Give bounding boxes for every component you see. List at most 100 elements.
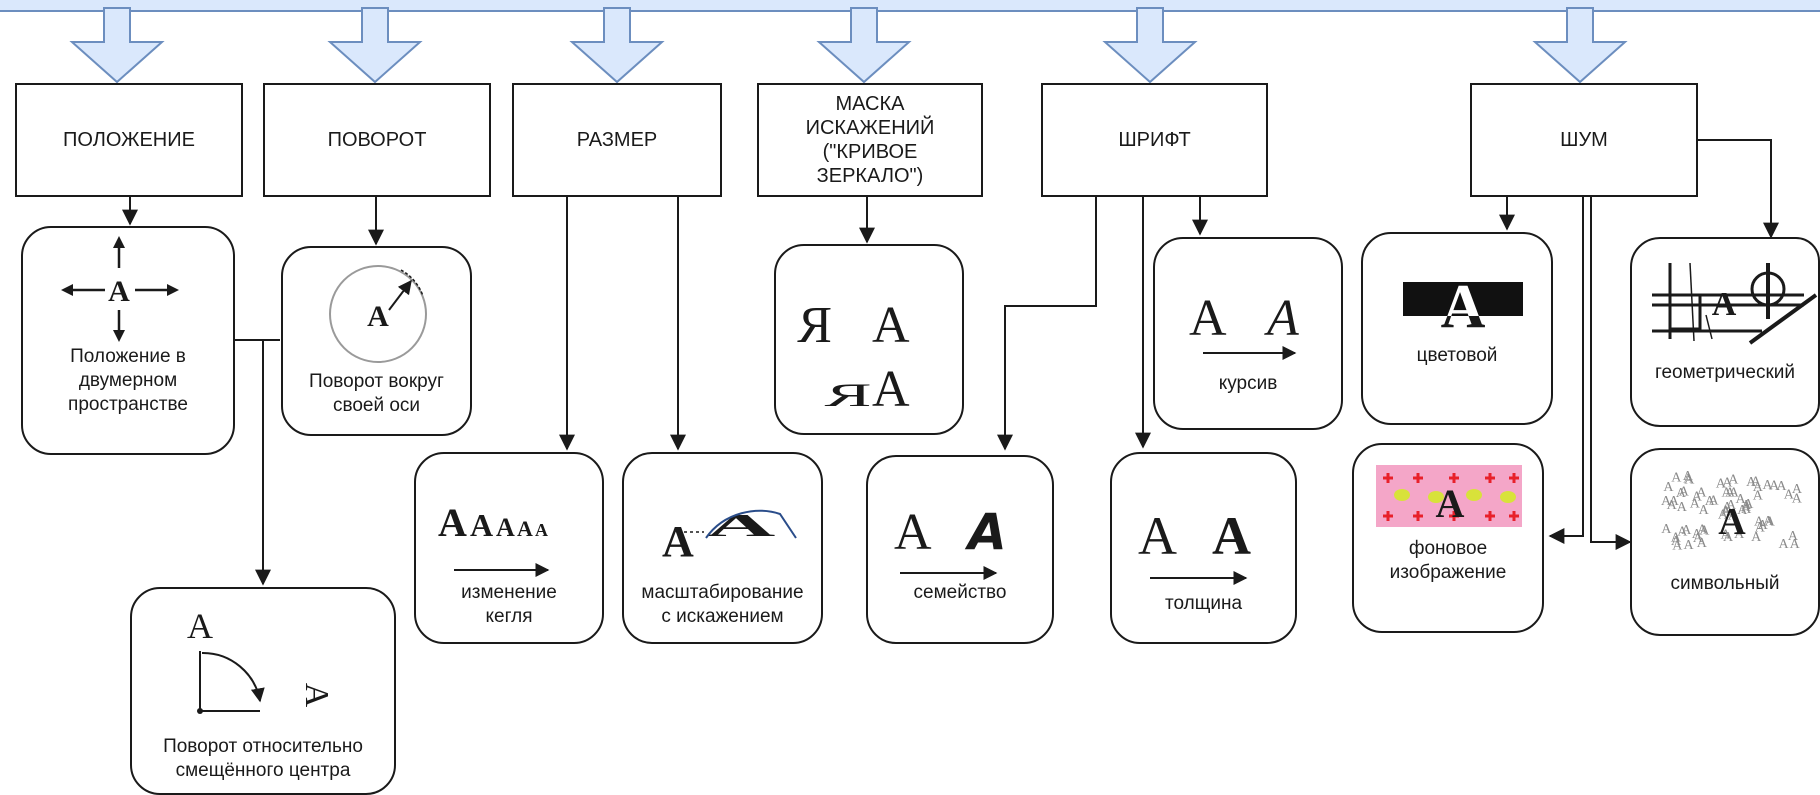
noise-glyph: A [1677, 525, 1688, 540]
noise-glyph: A [1763, 478, 1774, 493]
card-position-2d: A Положение в двумерном пространстве [21, 226, 235, 455]
noise-glyph: A [1709, 494, 1720, 509]
category-rotation: ПОВОРОТ [263, 83, 491, 197]
noise-glyph: A [1755, 521, 1766, 536]
noise-glyph: A [1692, 527, 1703, 542]
noise-glyph: A [1726, 498, 1737, 513]
card-caption: цветовой [1416, 345, 1498, 366]
category-size: РАЗМЕР [512, 83, 722, 197]
noise-glyph: A [1792, 492, 1803, 507]
noise-glyph: A [1753, 489, 1764, 504]
svg-text:A: A [367, 300, 389, 333]
noise-glyph: A [1753, 480, 1764, 495]
svg-text:A: A [872, 361, 910, 418]
svg-text:A: A [1436, 481, 1465, 526]
noise-glyph: A [1728, 508, 1739, 523]
noise-glyph: A [1671, 534, 1682, 549]
card-font-weight: A A толщина [1110, 452, 1297, 644]
noise-glyph: A [1758, 518, 1769, 533]
noise-glyph: A [1705, 494, 1716, 509]
noise-glyph: A [1779, 537, 1790, 552]
card-caption: Положение в двумерном пространстве [68, 346, 188, 415]
move-arrows-icon: A [61, 236, 179, 342]
stretched-letters-icon: A A [662, 508, 797, 566]
noise-glyph: A [1683, 472, 1694, 487]
noise-glyph: A [1721, 504, 1732, 519]
flow-arrow [816, 7, 912, 84]
card-font-family: A A семейство [866, 455, 1054, 644]
noise-glyph: A [1699, 524, 1710, 539]
flow-arrows [69, 7, 1628, 84]
svg-text:A: A [872, 297, 910, 354]
noise-glyph: A [1669, 494, 1680, 509]
noise-glyph: A [1690, 497, 1701, 512]
noise-glyph: A [1679, 485, 1690, 500]
mirror-letters-icon: R A R A [797, 297, 910, 418]
category-font: ШРИФТ [1041, 83, 1268, 197]
noise-glyph: A [1667, 498, 1678, 513]
card-noise-background: A фоновое изображение [1352, 443, 1544, 633]
card-caption: семейство [913, 582, 1007, 603]
connector [997, 197, 1097, 451]
flow-arrow [69, 7, 165, 84]
noise-glyph: A [1790, 537, 1801, 552]
noise-glyph: A [1684, 473, 1695, 488]
flow-arrow [1102, 7, 1198, 84]
noise-glyph: A [1661, 522, 1672, 537]
card-caption: геометрический [1654, 362, 1796, 383]
svg-text:A: A [964, 503, 1007, 561]
card-caption: символьный [1670, 573, 1780, 594]
noise-glyph: A [1681, 523, 1692, 538]
noise-glyph: A [1677, 500, 1688, 515]
svg-text:A: A [1264, 290, 1299, 347]
svg-text:A: A [298, 683, 335, 708]
noise-glyph: A [1734, 527, 1745, 542]
flow-arrow [1532, 7, 1628, 84]
noise-glyph: A [1746, 475, 1757, 490]
noise-glyph: A [1769, 479, 1780, 494]
svg-text:R: R [824, 377, 872, 413]
card-rotation-own-axis: A Поворот вокруг своей оси [281, 246, 472, 436]
noise-glyph: A [1776, 479, 1787, 494]
root-bar [0, 0, 1820, 12]
noise-glyph: A [1722, 500, 1733, 515]
noise-glyph: A [1721, 528, 1732, 543]
noise-glyph: A [1765, 515, 1776, 530]
noise-glyph: A [1684, 538, 1695, 553]
noise-glyph: A [1722, 475, 1733, 490]
noise-glyph: A [1741, 502, 1752, 517]
svg-text:A: A [1441, 273, 1486, 341]
noise-glyph: A [1671, 531, 1682, 546]
noise-glyph: A [1741, 498, 1752, 513]
noise-glyph: A [1661, 494, 1672, 509]
noise-glyph: A [1723, 530, 1734, 545]
svg-text:A: A [187, 606, 213, 646]
flow-arrow [569, 7, 665, 84]
noise-glyph: A [1729, 486, 1740, 501]
background-noise-icon: A [1376, 465, 1522, 527]
noise-glyph: A [1728, 473, 1739, 488]
svg-text:A: A [1189, 290, 1227, 347]
noise-glyph: A [1788, 529, 1799, 544]
category-noise: ШУМ [1470, 83, 1698, 197]
noise-glyph: A [1716, 477, 1727, 492]
svg-text:A: A [662, 517, 694, 566]
card-font-italic: A A курсив [1153, 237, 1343, 430]
noise-glyph: A [1697, 536, 1708, 551]
noise-glyph: A [1676, 486, 1687, 501]
rotation-circle-icon: A [329, 265, 427, 363]
card-caption: Поворот вокруг своей оси [309, 371, 444, 416]
flow-arrow [327, 7, 423, 84]
size-letters-icon: A A A A A [438, 500, 550, 577]
card-caption: толщина [1164, 593, 1243, 614]
svg-text:A: A [1212, 506, 1251, 566]
card-noise-geometric: A геометрический [1630, 237, 1820, 427]
noise-glyph: A [1737, 503, 1748, 518]
card-caption: фоновое изображение [1389, 538, 1507, 583]
noise-glyph: A [1792, 482, 1803, 497]
noise-glyph: A [1754, 514, 1765, 529]
svg-text:A: A [470, 507, 493, 543]
svg-text:A: A [894, 504, 932, 561]
font-weight-icon: A A [1138, 506, 1251, 585]
